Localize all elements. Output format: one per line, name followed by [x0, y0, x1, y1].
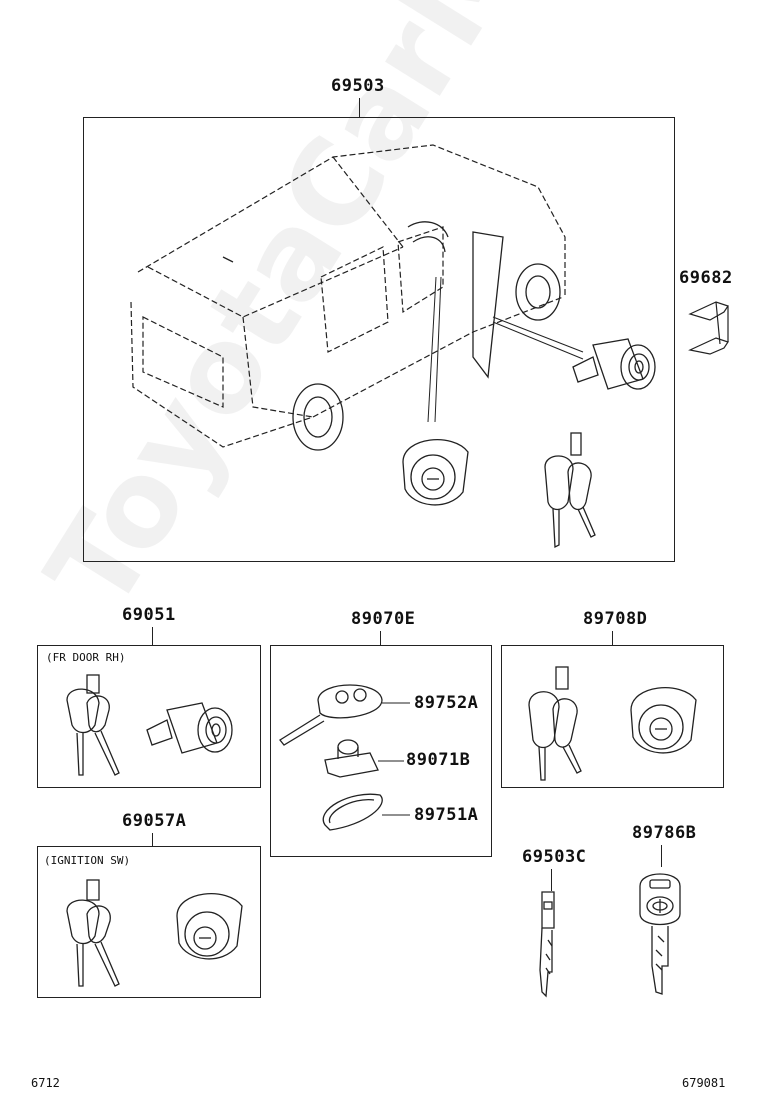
leader-line-69503 — [359, 98, 361, 118]
key-group-frame — [270, 645, 492, 857]
leader-line-69051 — [152, 627, 154, 646]
leader-line-69503C — [551, 869, 553, 891]
part-label-69051[interactable]: 69051 — [122, 605, 176, 625]
vehicle-illustration — [130, 144, 656, 549]
leader-line-89070E — [380, 631, 382, 646]
leader-line-69057A — [152, 833, 154, 847]
clip-part-drawing — [688, 301, 729, 355]
leader-line-89708D — [612, 631, 614, 646]
page-code-left: 6712 — [31, 1076, 60, 1090]
key-ign-set-frame — [501, 645, 724, 788]
door-lock-note: (FR DOOR RH) — [46, 651, 126, 664]
master-key-drawing — [639, 873, 681, 995]
leader-line-89786B — [661, 845, 663, 867]
key-group-drawing — [279, 684, 410, 831]
part-label-89708D[interactable]: 89708D — [583, 609, 648, 629]
door-lock-set-drawing — [66, 674, 233, 776]
part-label-69503[interactable]: 69503 — [331, 76, 385, 96]
door-lock-set-frame — [37, 645, 261, 788]
key-ign-set-drawing — [528, 666, 697, 781]
part-label-89751A[interactable]: 89751A — [414, 805, 479, 825]
main-assembly-frame — [83, 117, 675, 562]
page-code-right: 679081 — [682, 1076, 726, 1090]
ignition-set-frame — [37, 846, 261, 998]
part-label-89070E[interactable]: 89070E — [351, 609, 416, 629]
part-label-89786B[interactable]: 89786B — [632, 823, 697, 843]
part-label-69682[interactable]: 69682 — [679, 268, 733, 288]
ignition-set-drawing — [66, 879, 243, 987]
part-label-89071B[interactable]: 89071B — [406, 750, 471, 770]
part-label-69503C[interactable]: 69503C — [522, 847, 587, 867]
blank-key-drawing — [539, 891, 555, 998]
ignition-note: (IGNITION SW) — [44, 854, 131, 867]
part-label-89752A[interactable]: 89752A — [414, 693, 479, 713]
part-label-69057A[interactable]: 69057A — [122, 811, 187, 831]
